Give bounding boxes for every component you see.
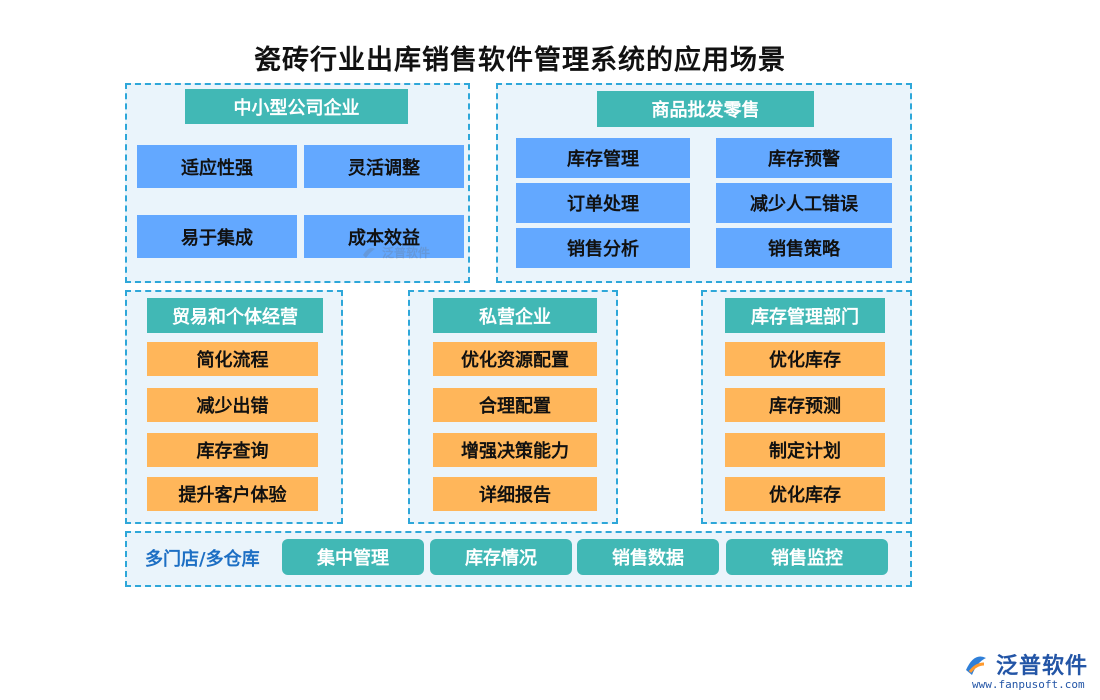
panel-trade-header: 贸易和个体经营: [147, 298, 323, 333]
trade-item: 库存查询: [147, 433, 318, 467]
panel-wholesale-header: 商品批发零售: [597, 91, 814, 127]
multistore-item: 集中管理: [282, 539, 424, 575]
inventory-dept-item: 优化库存: [725, 342, 885, 376]
page-title: 瓷砖行业出库销售软件管理系统的应用场景: [254, 45, 786, 76]
wholesale-item: 销售分析: [516, 228, 690, 268]
multistore-item: 销售监控: [726, 539, 888, 575]
brand-name: 泛普软件: [996, 654, 1089, 679]
inventory-dept-item: 制定计划: [725, 433, 885, 467]
private-item: 合理配置: [433, 388, 597, 422]
trade-item: 简化流程: [147, 342, 318, 376]
private-item: 优化资源配置: [433, 342, 597, 376]
wholesale-item: 库存管理: [516, 138, 690, 178]
wholesale-item: 订单处理: [516, 183, 690, 223]
sme-item: 适应性强: [137, 145, 297, 188]
sme-item: 成本效益: [304, 215, 464, 258]
private-item: 增强决策能力: [433, 433, 597, 467]
panel-sme-header: 中小型公司企业: [185, 89, 408, 124]
brand-url: www.fanpusoft.com: [972, 678, 1085, 691]
multistore-item: 销售数据: [577, 539, 719, 575]
brand-logo: 泛普软件: [962, 648, 1088, 680]
trade-item: 减少出错: [147, 388, 318, 422]
private-item: 详细报告: [433, 477, 597, 511]
panel-inventory-dept-header: 库存管理部门: [725, 298, 885, 333]
panel-private-header: 私营企业: [433, 298, 597, 333]
brand-logo-icon: [966, 656, 986, 675]
wholesale-item: 减少人工错误: [716, 183, 892, 223]
watermark-logo-icon: [363, 247, 375, 258]
trade-item: 提升客户体验: [147, 477, 318, 511]
watermark-text: 泛普软件: [382, 245, 431, 260]
wholesale-item: 销售策略: [716, 228, 892, 268]
multistore-label: 多门店/多仓库: [145, 549, 260, 570]
watermark: 泛普软件: [360, 243, 430, 261]
sme-item: 易于集成: [137, 215, 297, 258]
sme-item: 灵活调整: [304, 145, 464, 188]
multistore-item: 库存情况: [430, 539, 572, 575]
wholesale-item: 库存预警: [716, 138, 892, 178]
inventory-dept-item: 优化库存: [725, 477, 885, 511]
inventory-dept-item: 库存预测: [725, 388, 885, 422]
